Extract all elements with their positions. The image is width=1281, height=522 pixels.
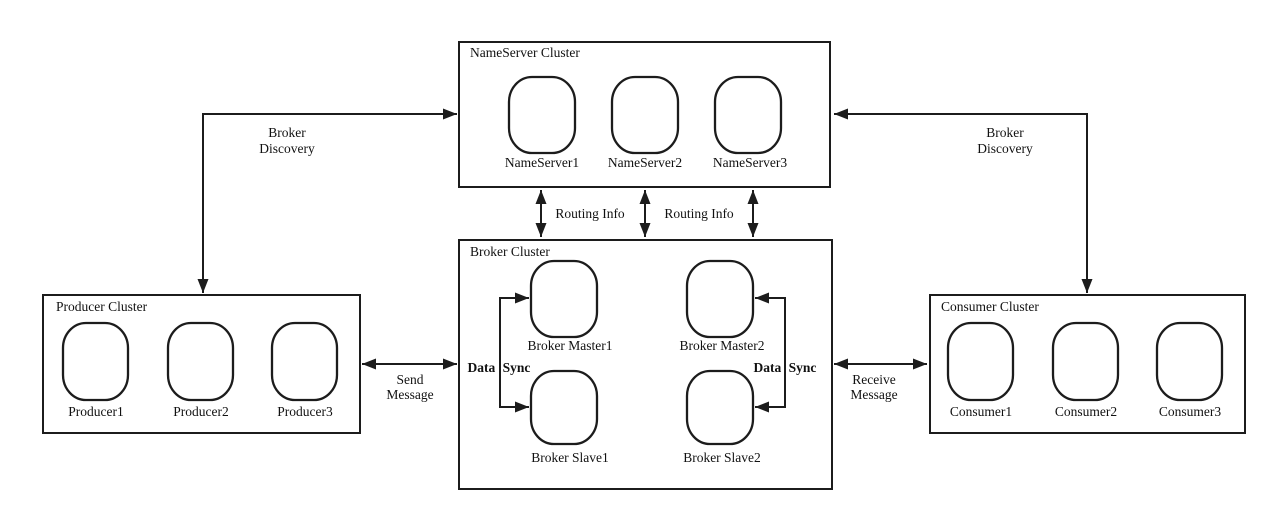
node-label: Producer2 <box>173 404 228 419</box>
node-label: NameServer2 <box>608 155 682 170</box>
broker-discovery-right-arrow <box>834 108 1093 293</box>
edge-broker-discovery-right: Broker Discovery <box>834 108 1093 293</box>
edge-broker-discovery-left: Broker Discovery <box>197 108 457 293</box>
edge-send-message: Send Message <box>362 358 457 402</box>
node-broker-slave2: Broker Slave2 <box>683 369 761 465</box>
producer3-shape <box>270 321 339 402</box>
nameserver1-shape <box>507 75 577 155</box>
broker-cluster-box <box>458 239 833 490</box>
node-label: Consumer3 <box>1159 404 1221 419</box>
edge-label: Routing Info <box>555 206 625 221</box>
edge-label: Send <box>397 372 424 387</box>
node-nameserver2: NameServer2 <box>608 75 682 170</box>
node-producer3: Producer3 <box>270 321 339 419</box>
node-label: Consumer2 <box>1055 404 1117 419</box>
nameserver2-shape <box>610 75 680 155</box>
producer-cluster-title: Producer Cluster <box>56 299 148 314</box>
data-sync-right-arrow <box>755 292 786 413</box>
producer-cluster: Producer Cluster Producer1 Producer2 Pro… <box>42 294 361 434</box>
node-producer1: Producer1 <box>61 321 130 419</box>
producer2-shape <box>166 321 235 402</box>
edge-label: Discovery <box>977 141 1033 156</box>
node-label: Producer3 <box>277 404 333 419</box>
edge-label: Message <box>850 387 897 402</box>
node-label: Broker Slave2 <box>683 450 761 465</box>
nameserver-cluster: NameServer Cluster NameServer1 NameServe… <box>458 41 831 188</box>
node-broker-master1: Broker Master1 <box>527 259 613 353</box>
node-label: NameServer1 <box>505 155 579 170</box>
nameserver3-shape <box>713 75 783 155</box>
broker-master1-shape <box>529 259 599 339</box>
consumer2-shape <box>1051 321 1120 402</box>
broker-master2-shape <box>685 259 755 339</box>
edge-label: Message <box>386 387 433 402</box>
node-nameserver3: NameServer3 <box>713 75 787 170</box>
node-nameserver1: NameServer1 <box>505 75 579 170</box>
broker-cluster: Broker Cluster Broker Master1 Broker Mas… <box>458 239 833 490</box>
nameserver-cluster-title: NameServer Cluster <box>470 45 580 60</box>
data-sync-left-label: Data Sync <box>468 360 531 375</box>
node-consumer2: Consumer2 <box>1051 321 1120 419</box>
node-label: Broker Slave1 <box>531 450 609 465</box>
broker-cluster-title: Broker Cluster <box>470 244 550 259</box>
edge-routing-info: Routing Info Routing Info <box>535 190 759 237</box>
consumer3-shape <box>1155 321 1224 402</box>
producer1-shape <box>61 321 130 402</box>
edge-label: Broker <box>268 125 306 140</box>
data-sync-right-label: Data Sync <box>754 360 817 375</box>
consumer1-shape <box>946 321 1015 402</box>
edge-label: Broker <box>986 125 1024 140</box>
node-consumer3: Consumer3 <box>1155 321 1224 419</box>
edge-receive-message: Receive Message <box>834 358 927 402</box>
edge-label: Discovery <box>259 141 315 156</box>
edge-label: Routing Info <box>664 206 734 221</box>
node-label: NameServer3 <box>713 155 787 170</box>
node-broker-slave1: Broker Slave1 <box>529 369 609 465</box>
node-label: Producer1 <box>68 404 123 419</box>
node-producer2: Producer2 <box>166 321 235 419</box>
node-label: Broker Master2 <box>679 338 764 353</box>
node-consumer1: Consumer1 <box>946 321 1015 419</box>
node-broker-master2: Broker Master2 <box>679 259 765 353</box>
broker-slave2-shape <box>685 369 755 446</box>
edge-label: Receive <box>852 372 895 387</box>
broker-slave1-shape <box>529 369 599 446</box>
node-label: Broker Master1 <box>527 338 612 353</box>
consumer-cluster: Consumer Cluster Consumer1 Consumer2 Con… <box>929 294 1246 434</box>
node-label: Consumer1 <box>950 404 1012 419</box>
consumer-cluster-title: Consumer Cluster <box>941 299 1039 314</box>
broker-discovery-left-arrow <box>197 108 457 293</box>
data-sync-left-arrow <box>499 292 529 413</box>
